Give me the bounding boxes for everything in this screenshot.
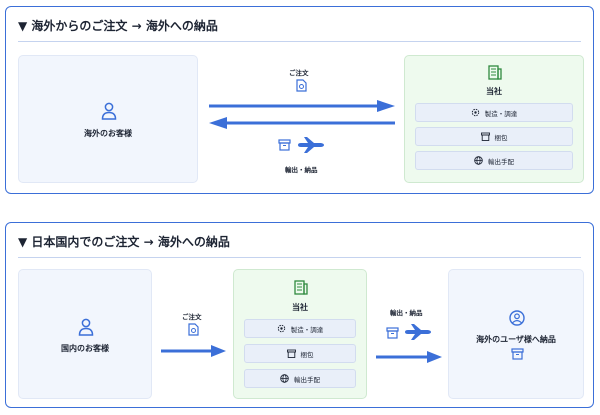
building-icon (294, 280, 308, 295)
user-circle-icon (509, 310, 525, 326)
task-label: 製造・調達 (290, 325, 324, 334)
gear-icon (471, 108, 479, 117)
task-label: 梱包 (300, 350, 314, 359)
gear-icon (277, 324, 285, 333)
task-export: 輸出手配 (415, 151, 573, 170)
box-icon (480, 132, 490, 141)
box-icon (286, 349, 296, 358)
destination-label: 海外のユーザ様へ納品 (476, 335, 556, 344)
company-label: 当社 (292, 303, 308, 312)
box-icon (278, 139, 291, 151)
section-title: ▼ 日本国内でのご注文 → 海外への納品 (18, 235, 230, 249)
document-icon (188, 323, 199, 336)
arrow-left-icon (209, 117, 395, 129)
box-icon (511, 348, 524, 360)
building-icon (488, 65, 502, 80)
task-label: 梱包 (494, 133, 508, 142)
box-icon (386, 327, 399, 339)
airplane-icon (298, 137, 324, 153)
company-box: 当社 製造・調達 梱包 輸出手配 (404, 55, 584, 183)
task-export: 輸出手配 (244, 369, 356, 388)
divider (18, 257, 581, 258)
section-overseas-order: ▼ 海外からのご注文 → 海外への納品 海外のお客様 ご注文 輸出・納品 (5, 6, 594, 194)
order-label: ご注文 (289, 69, 309, 77)
company-label: 当社 (486, 87, 502, 96)
customer-label: 海外のお客様 (84, 129, 132, 138)
divider (18, 41, 581, 42)
globe-icon (474, 156, 483, 165)
arrow-right-icon (209, 100, 395, 112)
task-label: 製造・調達 (484, 109, 518, 118)
arrow-right-icon (376, 351, 442, 363)
company-box: 当社 製造・調達 梱包 輸出手配 (233, 269, 367, 399)
task-packing: 梱包 (415, 127, 573, 146)
shipping-label: 輸出・納品 (390, 309, 423, 317)
section-title: ▼ 海外からのご注文 → 海外への納品 (18, 19, 218, 33)
order-label: ご注文 (182, 313, 202, 321)
overseas-user-box: 海外のユーザ様へ納品 (448, 269, 584, 399)
task-packing: 梱包 (244, 344, 356, 363)
section-domestic-order: ▼ 日本国内でのご注文 → 海外への納品 国内のお客様 ご注文 当社 製造・調達 (5, 222, 594, 408)
user-icon (78, 318, 94, 336)
task-manufacturing: 製造・調達 (244, 319, 356, 338)
user-icon (101, 102, 117, 120)
domestic-customer-box: 国内のお客様 (18, 269, 152, 399)
task-manufacturing: 製造・調達 (415, 103, 573, 122)
task-label: 輸出手配 (488, 157, 514, 166)
document-icon (296, 79, 307, 92)
airplane-icon (405, 324, 431, 340)
shipping-label: 輸出・納品 (285, 166, 318, 174)
arrow-right-icon (161, 345, 226, 357)
overseas-customer-box: 海外のお客様 (18, 55, 198, 183)
customer-label: 国内のお客様 (61, 344, 109, 353)
task-label: 輸出手配 (294, 375, 320, 384)
globe-icon (280, 374, 289, 383)
